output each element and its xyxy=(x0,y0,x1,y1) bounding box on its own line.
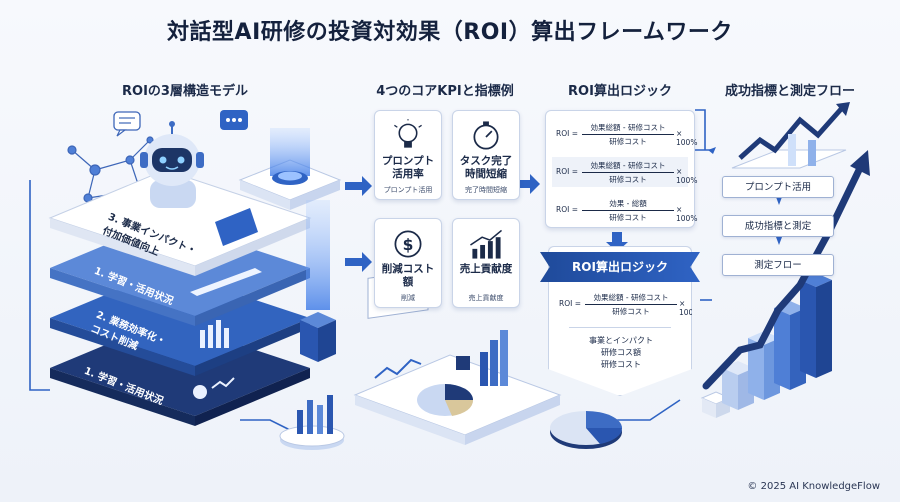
flow-step-prompt-usage[interactable]: プロンプト活用 xyxy=(722,176,834,198)
robot-mascot-icon xyxy=(140,121,204,208)
hologram-pedestal xyxy=(238,128,342,210)
lightbulb-icon xyxy=(394,119,422,148)
layer-stack xyxy=(48,169,312,426)
roi-logic-banner: ROI算出ロジック xyxy=(540,252,700,282)
copyright: © 2025 AI KnowledgeFlow xyxy=(747,481,880,492)
section-title-kpi: 4つのコアKPIと指標例 xyxy=(376,84,514,99)
dollar-coin-icon: $ xyxy=(394,230,422,258)
main-formula: ROI = 効果総額 - 研修コスト 研修コスト × 100% xyxy=(559,293,701,317)
kpi-card-prompt-usage[interactable]: プロンプト活用率 プロンプト活用 xyxy=(374,110,442,200)
kpi-card-sales-contribution[interactable]: 売上貢献度 売上貢献度 xyxy=(452,218,520,308)
roi-formula-panel: ROI = 効果総額 - 研修コスト 研修コスト × 100% ROI = 効果… xyxy=(545,110,698,228)
formula-row: ROI = 効果 - 総額 研修コスト × 100% xyxy=(556,199,698,223)
section-title-flow: 成功指標と測定フロー xyxy=(724,84,855,99)
connector-lines xyxy=(29,109,712,431)
page-title: 対話型AI研修の投資対効果（ROI）算出フレームワーク xyxy=(167,20,733,45)
kpi-card-task-time[interactable]: タスク完了時間短縮 完了時間短縮 xyxy=(452,110,520,200)
flow-step-measurement[interactable]: 測定フロー xyxy=(722,254,834,276)
section-title-logic: ROI算出ロジック xyxy=(568,84,672,99)
kpi-sub: 完了時間短縮 xyxy=(465,186,507,194)
growth-chart-icon xyxy=(470,229,503,259)
pie-chart-disc xyxy=(550,411,623,449)
svg-text:$: $ xyxy=(403,236,414,254)
kpi-sub: プロンプト活用 xyxy=(383,186,433,194)
kpi-title: プロンプト活用率 xyxy=(381,155,435,180)
kpi-sub: 売上貢献度 xyxy=(468,294,504,302)
section-title-model: ROIの3層構造モデル xyxy=(122,84,248,99)
pillar-block xyxy=(300,312,336,362)
kpi-title: タスク完了時間短縮 xyxy=(459,155,513,180)
stopwatch-icon xyxy=(473,121,499,150)
kpi-sub: 削減 xyxy=(401,294,415,302)
formula-row: ROI = 効果総額 - 研修コスト 研修コスト × 100% xyxy=(556,123,698,147)
kpi-title: 売上貢献度 xyxy=(459,263,513,275)
logic-sub-text: 事業とインパクト研修コス額研修コスト xyxy=(589,336,653,369)
growth-chart-top xyxy=(731,102,850,169)
formula-row: ROI = 効果総額 - 研修コスト 研修コスト × 100% xyxy=(552,157,697,187)
kpi-card-cost-reduction[interactable]: $ 削減コスト額 削減 xyxy=(374,218,442,308)
bar-chart-puck xyxy=(279,395,345,450)
kpi-title: 削減コスト額 xyxy=(381,263,435,288)
flow-step-success-metrics[interactable]: 成功指標と測定 xyxy=(722,215,834,237)
data-beam xyxy=(306,200,330,310)
speech-bubble-icon xyxy=(113,110,248,137)
